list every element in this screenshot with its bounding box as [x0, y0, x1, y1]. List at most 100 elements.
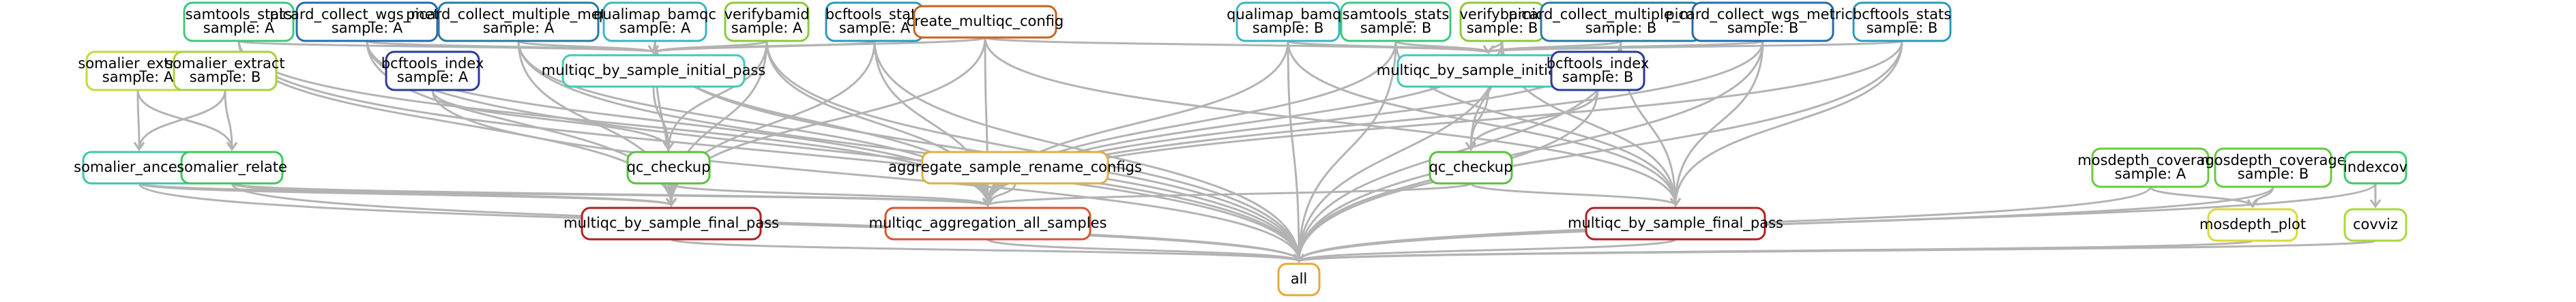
node-qc-a[interactable]: qc_checkup [626, 151, 711, 185]
node-indexcov[interactable]: indexcov [2343, 151, 2407, 185]
node-mfp-b[interactable]: multiqc_by_sample_final_pass [1568, 207, 1783, 241]
node-label: qc_checkup [1429, 159, 1513, 176]
node-box [626, 151, 711, 185]
node-sample-label: sample: B [1727, 20, 1799, 36]
node-label: multiqc_aggregation_all_samples [869, 215, 1107, 232]
edge-pcwgs_b-to-mfp_b [1674, 40, 1764, 206]
node-all[interactable]: all [1277, 262, 1321, 297]
node-box [385, 50, 480, 91]
edge-somex_b-to-som_rel [224, 89, 233, 150]
node-sample-label: sample: B [1867, 20, 1938, 36]
edge [133, 89, 226, 151]
edge-covviz-to-all [1298, 239, 2377, 262]
node-box [1852, 1, 1952, 42]
node-label: picard_collect_multiple_metrics [406, 6, 631, 23]
edge-arrowhead [2246, 199, 2259, 209]
node-box [1340, 1, 1452, 42]
node-label: bcftools_stats [825, 6, 924, 23]
node-box [1429, 151, 1513, 185]
node-label: picard_collect_wgs_metrics [269, 6, 464, 23]
edge-create_cfg-to-mfp_b [984, 37, 1677, 206]
edge-qc_a-to-multiqc_agg [667, 182, 989, 207]
node-sample-label: sample: B [1253, 20, 1324, 36]
node-label: qualimap_bamqc [1227, 6, 1349, 23]
node-box [2214, 147, 2332, 188]
edge-arrowhead [226, 142, 238, 151]
node-label: picard_collect_wgs_metrics [1665, 6, 1860, 23]
node-box [724, 1, 810, 42]
edge-qc_b-to-mfp_b [1469, 182, 1677, 207]
node-create-cfg[interactable]: create_multiqc_config [907, 5, 1064, 39]
node-box [921, 151, 1109, 185]
node-sample-label: sample: A [397, 69, 469, 85]
edge [2369, 183, 2382, 209]
node-label: somalier_relate [177, 159, 287, 176]
node-box [581, 207, 762, 241]
edge-pcmm_a-to-mip_a [517, 40, 655, 54]
node-sample-label: sample: A [2115, 166, 2186, 182]
node-box [602, 1, 707, 42]
node-label: mosdepth_coverage [2077, 152, 2223, 169]
node-box [561, 54, 746, 88]
node-mos-plot[interactable]: mosdepth_plot [2199, 208, 2306, 242]
node-box [173, 50, 278, 91]
node-box [295, 1, 439, 42]
node-box [1235, 1, 1341, 42]
node-sample-label: sample: A [483, 20, 555, 36]
edge-pcwgs_b-to-all [1298, 40, 1764, 262]
node-label: qc_checkup [627, 159, 711, 176]
node-sample-label: sample: A [619, 20, 691, 36]
node-label: indexcov [2343, 159, 2407, 175]
edge-bcfstats_b-to-mfp_b [1674, 40, 1903, 206]
edge-multiqc_agg-to-all [986, 238, 1300, 262]
node-label: covviz [2353, 216, 2398, 232]
node-qc-b[interactable]: qc_checkup [1429, 151, 1513, 185]
edge-som_rel-to-all [231, 183, 1300, 262]
edge-arrowhead [647, 45, 660, 55]
edge-somex_a-to-som_rel [136, 89, 233, 150]
edge [1293, 239, 2377, 263]
node-label: somalier_extract [165, 55, 284, 72]
node-mip-a[interactable]: multiqc_by_sample_initial_pass [542, 54, 765, 88]
node-box [437, 1, 600, 42]
node-mfp-a[interactable]: multiqc_by_sample_final_pass [564, 207, 779, 241]
node-label: samtools_stats [1343, 6, 1450, 23]
edge-pcmm_a-to-all [517, 40, 1300, 262]
node-som-rel[interactable]: somalier_relate [177, 151, 287, 185]
node-covviz[interactable]: covviz [2343, 208, 2407, 242]
edge-mfp_b-to-all [1298, 238, 1677, 262]
edge-somex_a-to-som_anc [136, 89, 141, 150]
node-label: verifybamid [1459, 6, 1545, 22]
node-multiqc-agg[interactable]: multiqc_aggregation_all_samples [869, 207, 1107, 241]
node-sample-label: sample: B [1585, 20, 1657, 36]
edge-qc_b-to-multiqc_agg [986, 182, 1472, 207]
node-agg-rename[interactable]: aggregate_sample_rename_configs [888, 151, 1142, 185]
edge-arrowhead [1482, 45, 1495, 55]
edge [224, 89, 238, 151]
node-sample-label: sample: A [839, 20, 911, 36]
edge-qualimap_b-to-mfp_b [1287, 40, 1677, 206]
node-sample-label: sample: A [731, 20, 803, 36]
edge [647, 36, 986, 55]
edge-create_cfg-to-mip_a [652, 36, 986, 54]
edge-arrowhead [133, 142, 145, 151]
edge [231, 182, 994, 207]
